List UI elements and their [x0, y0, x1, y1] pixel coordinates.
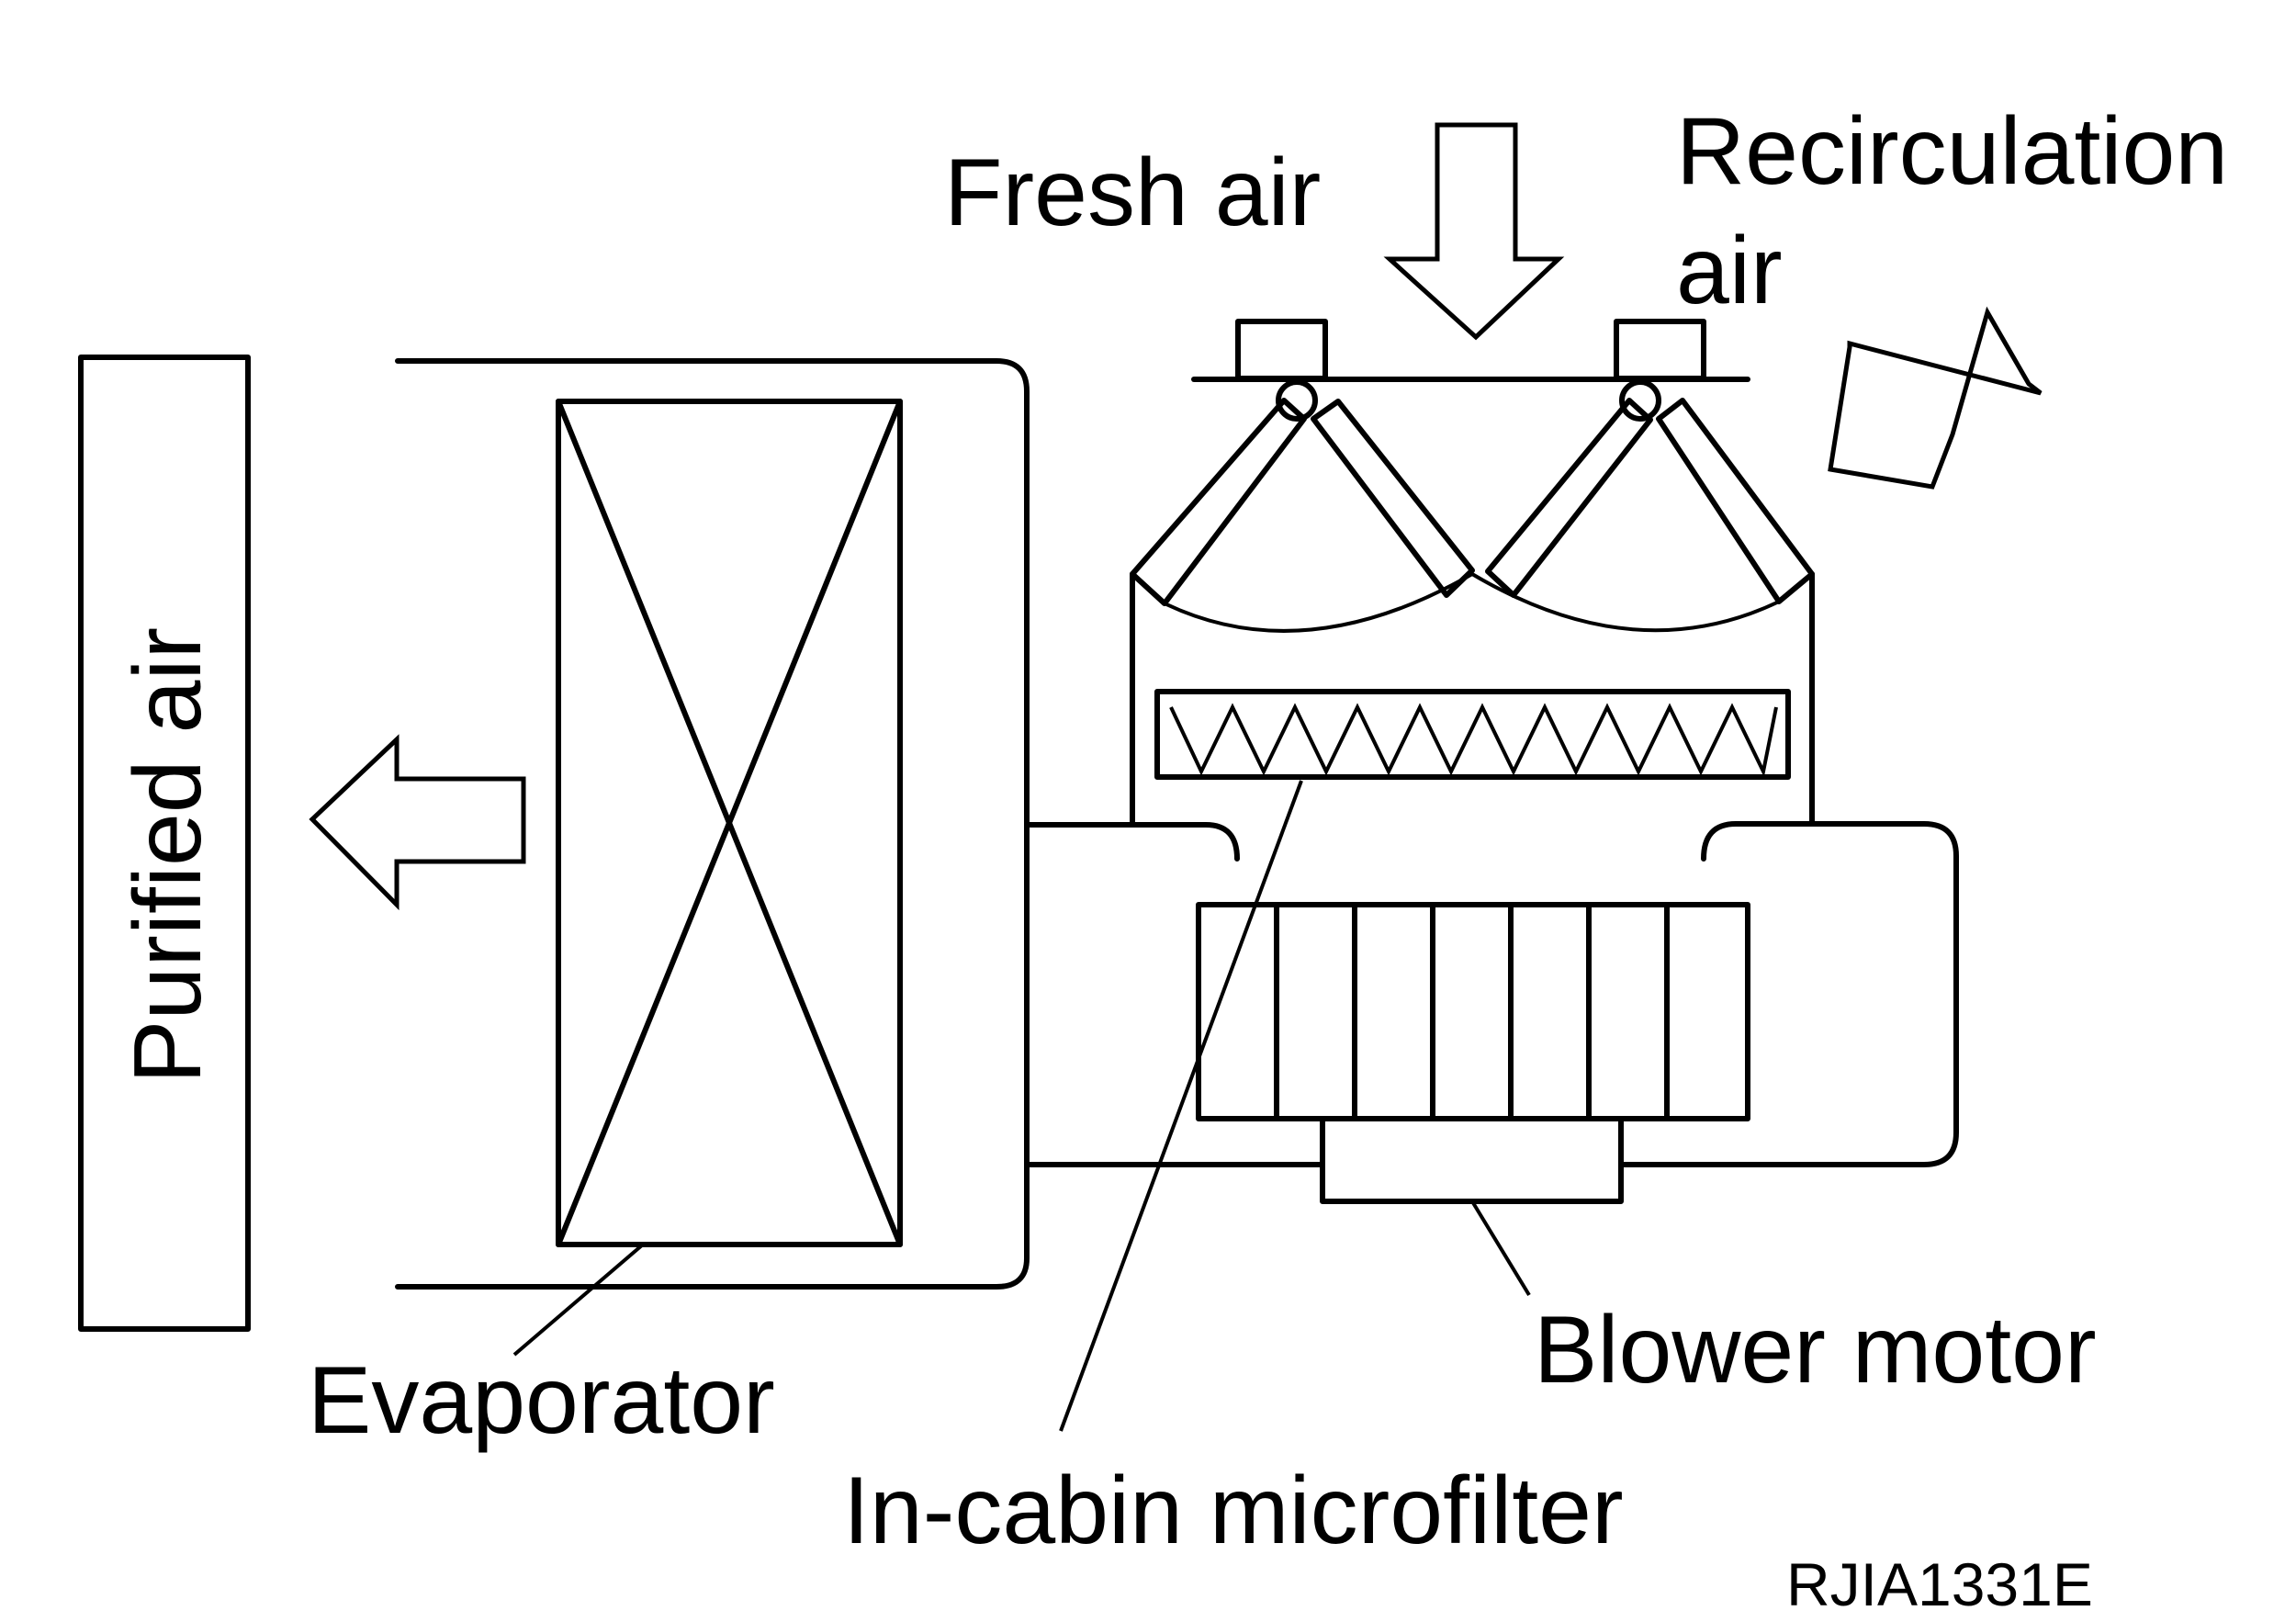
purified-air-label: Purified air — [115, 627, 221, 1084]
connecting-duct — [1024, 822, 1240, 862]
microfilter-label: In-cabin microfilter — [843, 1458, 1624, 1564]
recirculation-air-arrow-icon — [1828, 306, 2043, 490]
fresh-air-arrow-icon — [1383, 122, 1565, 341]
evaporator-core — [556, 399, 903, 1247]
door-swing-arc — [1164, 572, 1473, 633]
blower-motor — [1320, 1116, 1624, 1204]
door-swing-arc — [1470, 572, 1780, 633]
intake-door-pivot — [1276, 379, 1318, 422]
microfilter-pleats — [1169, 703, 1778, 778]
evaporator-cross-line — [556, 399, 903, 1247]
fresh-air-label: Fresh air — [944, 140, 1321, 246]
figure-code-label: RJIA1331E — [1786, 1550, 2093, 1618]
recirculation-air-label-line2: air — [1676, 218, 1783, 324]
microfilter-frame — [1154, 689, 1791, 780]
intake-door-flap — [1311, 399, 1475, 598]
intake-door-pivot — [1619, 379, 1661, 422]
intake-door-flap — [1130, 398, 1307, 606]
purified-air-box — [78, 355, 251, 1332]
purified-air-arrow-icon — [309, 734, 526, 911]
intake-hinge-block — [1235, 319, 1328, 381]
blower-motor-label: Blower motor — [1534, 1297, 2097, 1403]
connecting-duct — [1618, 821, 1959, 1167]
recirculation-air-label-line1: Recirculation — [1676, 98, 2228, 205]
intake-hinge-block — [1614, 319, 1706, 381]
intake-door-flap — [1656, 398, 1815, 604]
intake-door-flap — [1485, 398, 1653, 598]
blower-motor-leader-line — [1470, 1200, 1531, 1297]
microfilter-leader-line — [1059, 780, 1303, 1432]
evaporator-label: Evaporator — [308, 1347, 775, 1454]
evaporator-leader-line — [512, 1243, 645, 1357]
